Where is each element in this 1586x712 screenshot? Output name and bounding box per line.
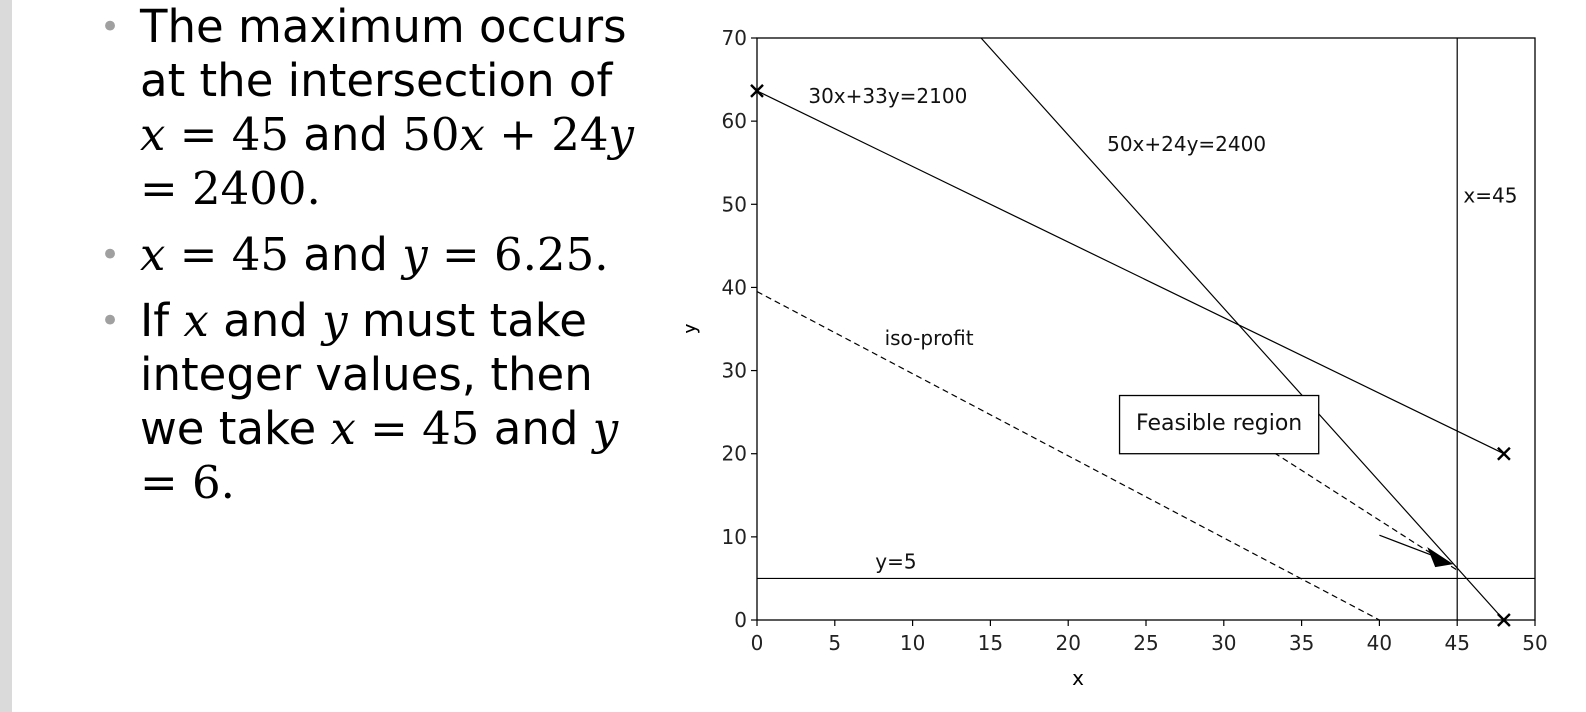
bullet-text-segment: x [183,294,209,347]
y-tick-label: 50 [722,192,747,216]
x-tick-label: 50 [1522,631,1547,655]
y-tick-label: 10 [722,525,747,549]
bullet-text-segment: 50 [402,108,460,161]
lp-chart: 0 5 10 15 20 25 30 35 40 45 50 0 10 20 30 40 50 60 70 x y 30x… [686,26,1548,690]
x-axis-label: x [1072,666,1084,690]
series-line-50x-24y-2400 [980,38,1505,620]
y-tick-label: 20 [722,442,747,466]
bullet-text-segment: and [288,108,403,161]
bullet-text-segment: The maximum occurs at the intersection o… [140,0,627,107]
y-tick-label: 40 [722,275,747,299]
bullet-item: • If x and y must take integer values, th… [95,294,635,510]
bullet-item: • x = 45 and y = 6.25. [95,228,635,282]
feasible-region-box [1118,394,1320,455]
series-label: 30x+33y=2100 [808,84,967,108]
bullet-text-segment: = 45 [165,108,289,161]
bullet-text-segment: y [322,294,348,347]
x-tick-label: 40 [1367,631,1392,655]
x-tick-label: 35 [1289,631,1314,655]
y-axis-label: y [686,322,700,334]
bullet-text-segment: and [208,294,323,347]
x-tick-label: 20 [1055,631,1080,655]
bullet-text-segment: + 24 [484,108,609,161]
bullet-text-segment: = 6. [140,456,235,509]
plot-frame [756,37,1536,621]
x-tick-label: 25 [1133,631,1158,655]
bullet-text-segment: y [592,402,619,455]
bullet-text-segment: and [479,402,593,455]
slide-left-edge [0,0,12,712]
bullet-text-segment: = 45 [355,402,480,455]
x-tick-label: 0 [751,631,764,655]
x-tick-label: 30 [1211,631,1236,655]
bullet-dot-icon: • [100,301,121,341]
bullet-dot-icon: • [100,235,121,275]
bullet-list: • The maximum occurs at the intersection … [95,0,635,522]
x-tick-label: 15 [978,631,1003,655]
bullet-dot-icon: • [100,7,121,47]
bullet-text-segment: and [288,228,403,281]
bullet-text-segment: y [402,228,428,281]
bullet-text-segment: x [330,402,356,455]
bullet-text-segment: x [140,228,166,281]
series-label: 50x+24y=2400 [1107,132,1266,156]
x-tick-label: 5 [828,631,841,655]
y-tick-label: 30 [722,359,747,383]
y-tick-label: 60 [722,109,747,133]
series-label: iso-profit [885,326,974,350]
feasible-region-label: Feasible region [1136,411,1302,436]
bullet-text-segment: = 45 [165,228,289,281]
series-label: y=5 [875,549,916,573]
bullet-text-segment: y [608,108,634,161]
bullet-text-segment: = 6.25. [427,228,609,281]
bullet-text-segment: If [140,294,184,347]
y-tick-label: 0 [734,608,747,632]
point-marker-icon [750,84,764,98]
series-line-iso-profit [757,291,1380,620]
series-line-iso-profit-shifted [1223,419,1458,571]
bullet-text-segment: must take integer values, then we take [140,294,593,455]
bullet-text-segment: x [140,108,166,161]
point-marker-icon [1497,446,1511,461]
series-line-30x-33y-2100 [757,90,1505,455]
point-marker-icon [1497,613,1511,627]
y-tick-label: 70 [722,26,747,50]
bullet-text-segment: x [459,108,485,161]
arrow-head-icon [1427,547,1454,568]
series-label: x=45 [1463,184,1517,208]
bullet-item: • The maximum occurs at the intersection … [95,0,635,216]
bullet-text-segment: = 2400. [140,162,321,215]
x-tick-label: 10 [900,631,925,655]
x-tick-label: 45 [1444,631,1469,655]
